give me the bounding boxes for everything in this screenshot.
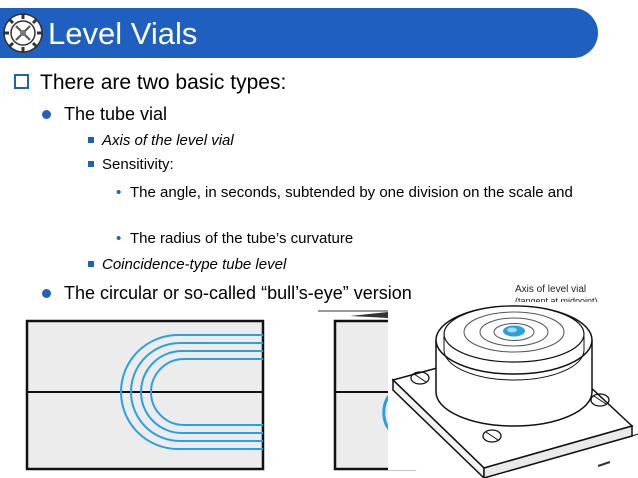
bullet-text: Axis of the level vial [102, 132, 234, 149]
figure-label-axis: Axis of level vial [515, 284, 587, 295]
bullet-text: The radius of the tube’s curvature [130, 230, 354, 247]
checkbox-bullet-icon [14, 74, 29, 89]
bullet-text: The angle, in seconds, subtended by one … [130, 184, 573, 201]
bullet-text: Coincidence-type tube level [102, 256, 287, 273]
square-bullet-icon [88, 261, 94, 267]
title-bar [0, 8, 598, 58]
slide-title: Level Vials [48, 16, 198, 51]
college-logo-icon [3, 13, 43, 53]
tube-vial-diagram-left [25, 319, 265, 471]
dot-bullet-icon [42, 110, 51, 119]
square-bullet-icon [88, 161, 94, 167]
tube-vial-diagram-right [318, 310, 417, 471]
square-bullet-icon [88, 137, 94, 143]
figure-label-tangent: (tangent at midpoint) [515, 296, 598, 302]
bulls-eye-level-drawing [388, 300, 638, 478]
bullet-text: The tube vial [64, 104, 168, 124]
bullet-text: Sensitivity: [102, 156, 174, 173]
dot-bullet-icon [42, 289, 51, 298]
bullet-text: There are two basic types: [40, 71, 287, 94]
bullet-text: The circular or so-called “bull’s-eye” v… [64, 283, 412, 303]
